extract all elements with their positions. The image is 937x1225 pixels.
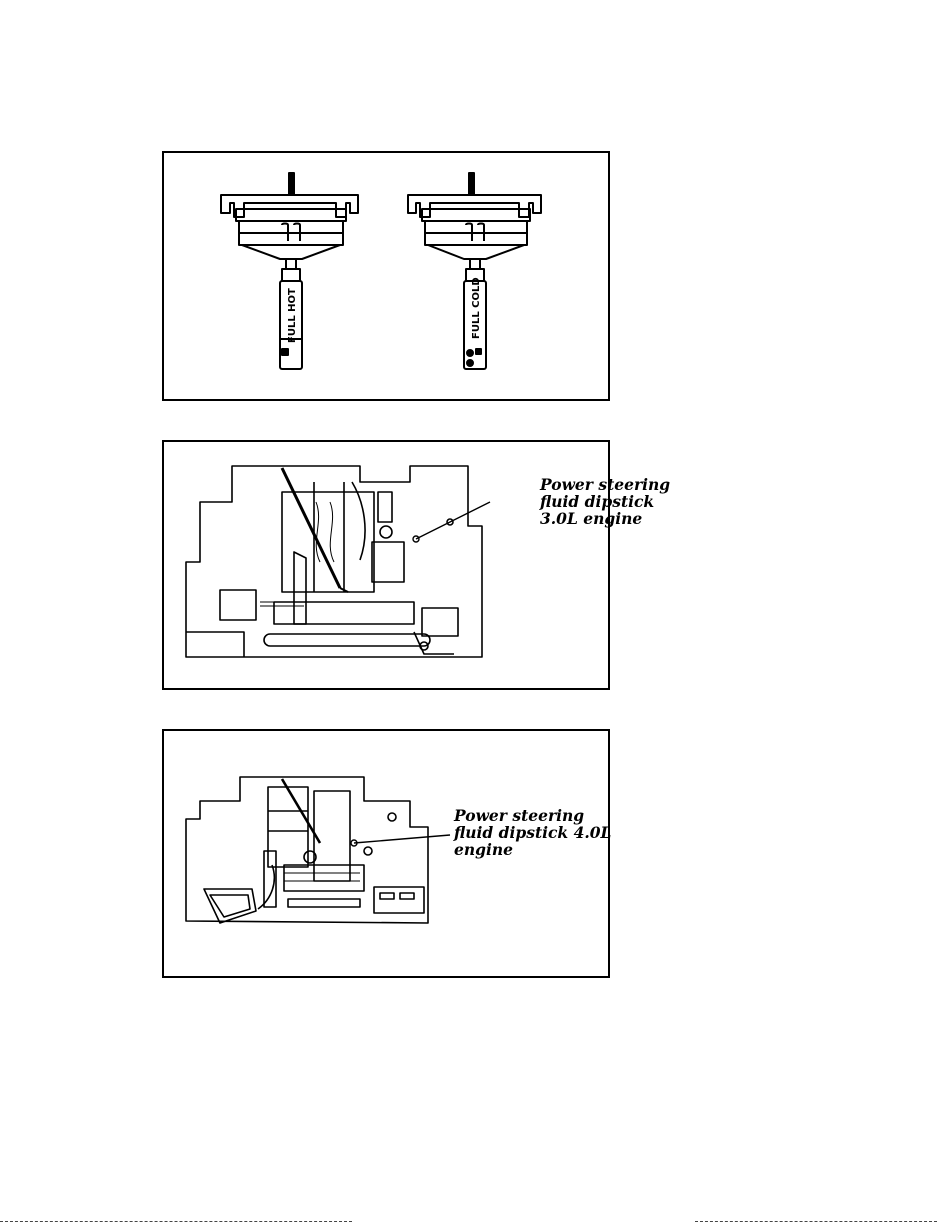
callout-line: fluid dipstick 4.0L	[454, 824, 611, 841]
dipstick-3-0l-leader	[416, 502, 490, 539]
dipstick-levels-figure: FULL HOT FULL COLD	[162, 151, 610, 401]
callout-line: Power steering	[454, 807, 611, 824]
dipstick-4-0l-callout: Power steering fluid dipstick 4.0L engin…	[454, 807, 611, 858]
scan-artifact-line	[695, 1221, 937, 1223]
callout-line: engine	[454, 841, 611, 858]
dipstick-levels-drawing: FULL HOT FULL COLD	[164, 153, 608, 399]
scan-artifact-line	[0, 1221, 352, 1223]
engine-4-0l-figure: Power steering fluid dipstick 4.0L engin…	[162, 729, 610, 978]
callout-line: 3.0L engine	[540, 510, 670, 527]
callout-line: Power steering	[540, 476, 670, 493]
engine-3-0l-figure: Power steering fluid dipstick 3.0L engin…	[162, 440, 610, 690]
full-cold-label: FULL COLD	[471, 277, 482, 339]
dipstick-4-0l-leader	[354, 835, 450, 843]
full-hot-label: FULL HOT	[287, 288, 298, 343]
callout-line: fluid dipstick	[540, 493, 670, 510]
dipstick-3-0l-callout: Power steering fluid dipstick 3.0L engin…	[540, 476, 670, 527]
